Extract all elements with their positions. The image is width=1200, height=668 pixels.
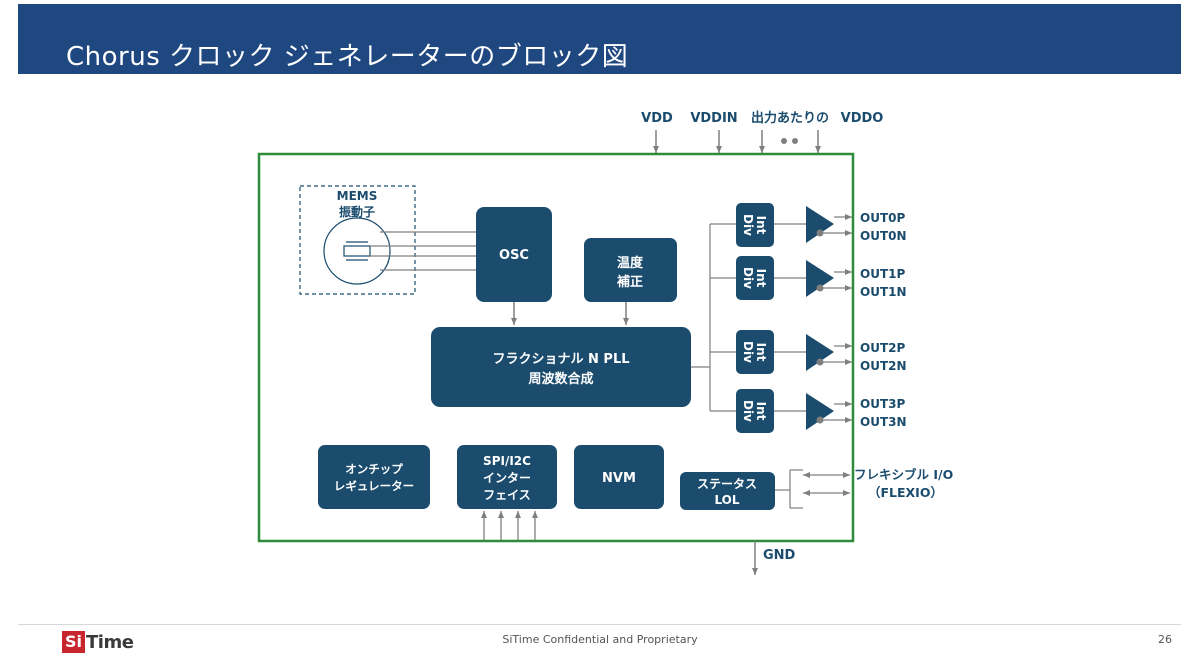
output-driver-icon [806,206,834,243]
vddin-label: VDDIN [690,111,737,126]
vddo-label: VDDO [841,111,884,126]
confidential-notice: SiTime Confidential and Proprietary [502,633,698,646]
spi-label-1: SPI/I2C [483,454,531,468]
flexio-label-2: （FLEXIO） [868,485,943,500]
out1p-label: OUT1P [860,267,905,281]
div-label: Div [741,267,755,289]
osc-label: OSC [499,248,529,263]
supply-arrows [653,130,821,153]
status-label: ステータス [697,477,757,491]
regulator-label-1: オンチップ [345,462,403,476]
int-div-block [736,203,774,247]
out3p-label: OUT3P [860,397,905,411]
int-label: Int [754,402,768,421]
resonator-label: 振動子 [339,204,375,219]
resonator-icon [323,217,391,285]
mems-to-osc-lines [370,231,476,271]
int-div-block [736,256,774,300]
output-driver-icon [806,260,834,297]
out2n-label: OUT2N [860,359,907,373]
page-title: Chorus クロック ジェネレーターのブロック図 [66,42,629,72]
output-driver-icon [806,393,834,430]
mems-box [299,185,416,295]
output-channel-3: Int Div OUT3P OUT3N [736,389,907,433]
div-label: Div [741,214,755,236]
temp-comp-block [584,238,677,302]
int-div-block [736,389,774,433]
per-output-label: 出力あたりの [751,110,829,126]
chip-boundary [257,152,855,543]
temp-comp-label-2: 補正 [616,274,643,290]
gnd-label: GND [763,548,796,563]
output-channel-0: Int Div OUT0P OUT0N [736,203,907,247]
logo-time: Time [86,631,134,653]
spi-i2c-block [457,445,557,509]
nvm-block [574,445,664,509]
div-label: Div [741,400,755,422]
logo-si: Si [62,631,86,653]
output-driver-icon [806,334,834,371]
spi-label-3: フェイス [483,488,531,502]
footer-divider [18,624,1181,625]
regulator-label-2: レギュレーター [334,479,414,493]
osc-block [476,207,552,302]
page-number: 26 [1158,633,1172,646]
out2p-label: OUT2P [860,341,905,355]
status-lol-block [680,472,775,510]
temp-comp-label-1: 温度 [617,255,644,271]
out0p-label: OUT0P [860,211,905,225]
spi-label-2: インター [483,471,531,485]
out3n-label: OUT3N [860,415,907,429]
ellipsis-dot-2 [792,138,798,144]
flexio-label-1: フレキシブル I/O [854,467,953,482]
supply-pins: VDD VDDIN 出力あたりの VDDO [641,110,883,126]
pll-label-2: 周波数合成 [528,371,593,387]
int-label: Int [754,216,768,235]
lol-label: LOL [714,493,739,507]
crystal-element [343,245,371,257]
flexio-connectors [775,469,850,509]
title-bar: Chorus クロック ジェネレーターのブロック図 [18,4,1181,74]
output-channel-1: Int Div OUT1P OUT1N [736,256,907,300]
out1n-label: OUT1N [860,285,907,299]
ellipsis-dot-1 [781,138,787,144]
pll-label-1: フラクショナル N PLL [492,352,629,367]
regulator-block [318,445,430,509]
output-channel-2: Int Div OUT2P OUT2N [736,330,907,374]
int-label: Int [754,343,768,362]
distribution-bus [691,223,736,412]
sitime-logo: Si Time [62,629,134,655]
vdd-label: VDD [641,111,673,126]
int-div-block [736,330,774,374]
spi-input-arrows [481,511,538,540]
pll-block [431,327,691,407]
int-label: Int [754,269,768,288]
div-label: Div [741,341,755,363]
mems-label: MEMS [337,189,378,203]
out0n-label: OUT0N [860,229,907,243]
nvm-label: NVM [602,471,636,486]
resonator-plates [346,241,368,261]
